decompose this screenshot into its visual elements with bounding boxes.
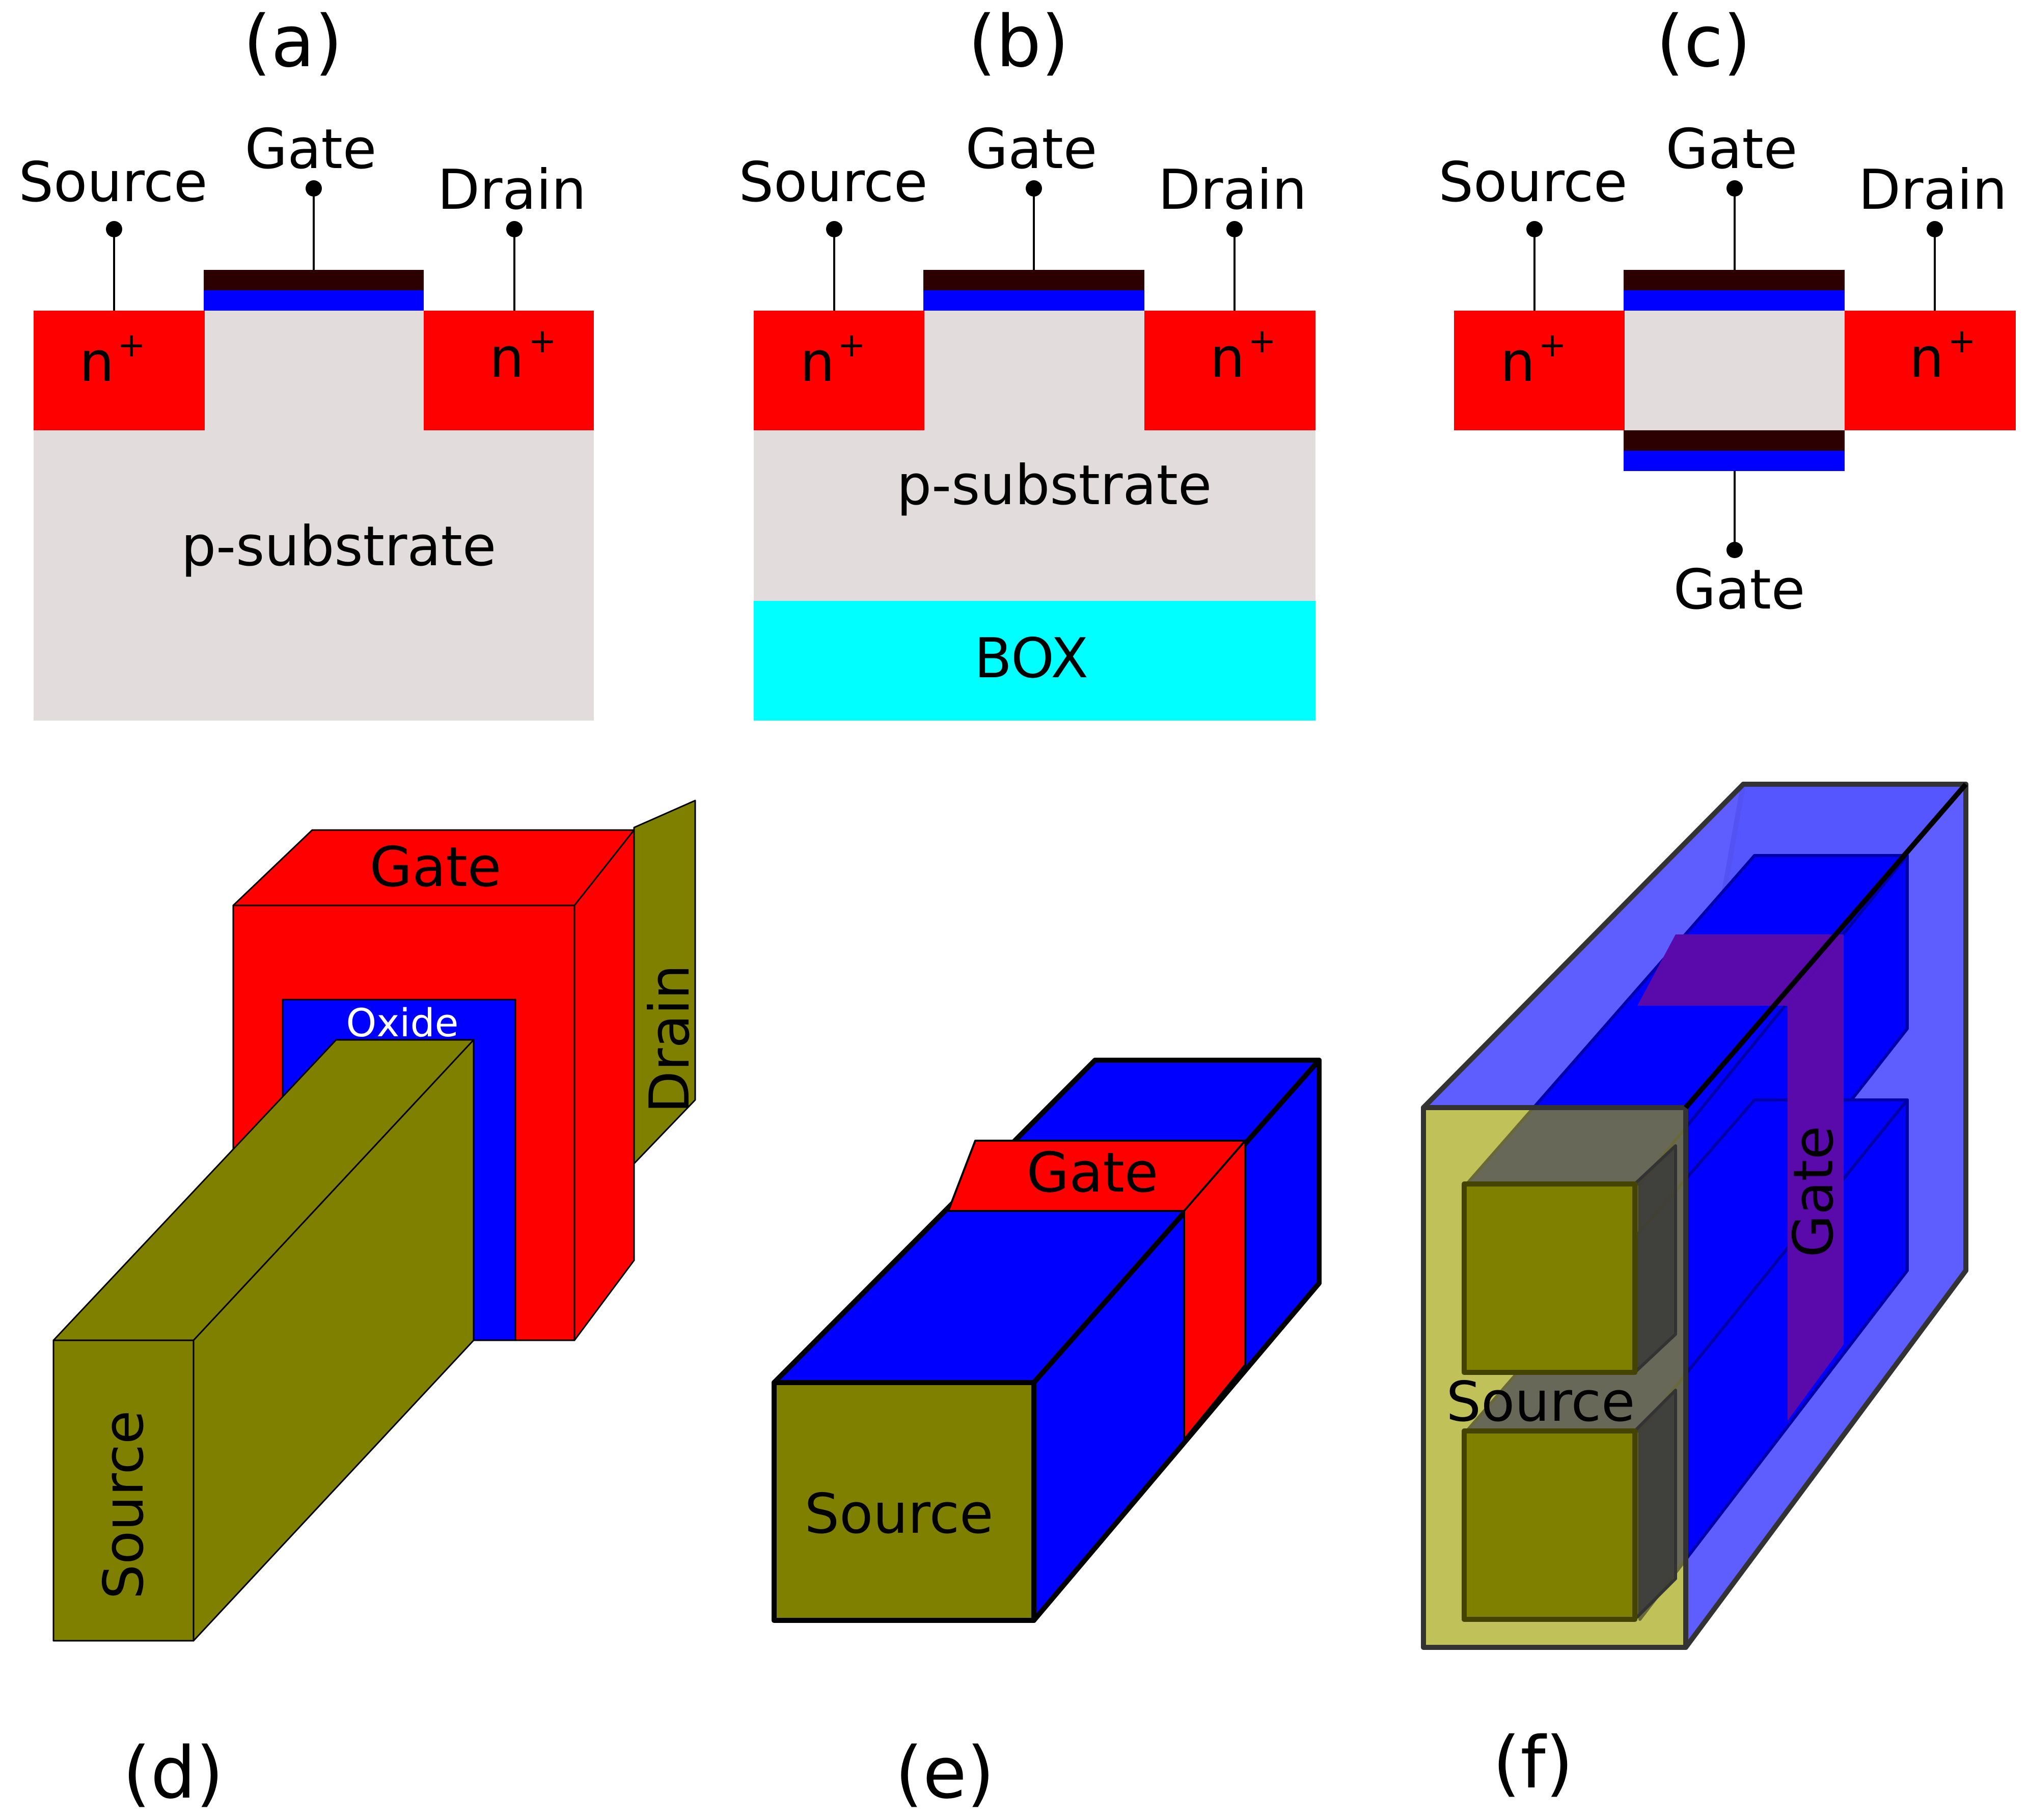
gate-contact-dot (1026, 180, 1042, 197)
drain-label: Drain (638, 964, 702, 1113)
gate-label: Gate (1782, 1126, 1846, 1258)
shell-front-edge (1684, 782, 1968, 1110)
source-contact-dot (826, 221, 842, 237)
channel-region (1624, 311, 1845, 430)
gate-label: Gate (966, 118, 1098, 181)
drain-n-plus-label: n (489, 326, 524, 390)
panel-c: (c) Source Gate Gate Drain n + n + (1439, 1, 2016, 622)
drain-contact-dot (506, 221, 523, 237)
panel-d: Oxide Gate Drain Source (d) (52, 799, 702, 1815)
box-label: BOX (974, 627, 1088, 691)
panel-f-label: (f) (1493, 1722, 1574, 1805)
gate-oxide (204, 289, 424, 311)
bottom-gate-oxide (1624, 451, 1845, 471)
drain-n-plus-region (424, 311, 594, 430)
source-n-plus-label: n (1500, 330, 1535, 394)
drain-n-plus-superscript: + (1248, 321, 1276, 361)
drain-n-plus-label: n (1909, 326, 1944, 390)
gate-band-side-face (1183, 1140, 1246, 1441)
panel-d-label: (d) (123, 1732, 224, 1815)
drain-n-plus-region (1845, 311, 2016, 430)
drain-contact-dot (1226, 221, 1243, 237)
oxide-label: Oxide (346, 1000, 459, 1045)
drain-n-plus-region (1144, 311, 1315, 430)
source-n-plus-superscript: + (117, 325, 145, 365)
source-contact-dot (106, 221, 122, 237)
substrate-label: p-substrate (181, 515, 497, 578)
bottom-gate-contact-dot (1726, 542, 1743, 558)
bottom-gate-metal (1624, 430, 1845, 451)
upper-source-pad (1462, 1181, 1637, 1375)
panel-a: (a) Source Gate Drain n + n + p-substrat… (19, 1, 594, 721)
panel-b-label: (b) (968, 1, 1069, 84)
box-layer (754, 601, 1315, 721)
substrate-label: p-substrate (897, 454, 1212, 517)
top-gate-contact-dot (1726, 180, 1743, 197)
panel-f: Gate Source (f) (1421, 782, 1968, 1805)
source-n-plus-region (754, 311, 924, 430)
gate-metal (204, 270, 424, 290)
top-gate-oxide (1624, 289, 1845, 311)
channel-region (204, 311, 424, 433)
source-label: Source (739, 151, 928, 214)
source-block-front-face (52, 1339, 195, 1642)
source-contact-dot (1526, 221, 1543, 237)
source-end-face (772, 1380, 1036, 1623)
panel-b: (b) Source Gate Drain n + n + p-substrat… (739, 1, 1315, 721)
drain-label: Drain (437, 158, 586, 222)
gate-label: Gate (245, 118, 377, 181)
source-n-plus-superscript: + (837, 325, 865, 365)
source-n-plus-label: n (800, 330, 835, 394)
panel-e-label: (e) (895, 1732, 994, 1815)
source-n-plus-superscript: + (1538, 325, 1566, 365)
gate-side-face (573, 829, 635, 1341)
drain-label: Drain (1158, 158, 1307, 222)
drain-contact-dot (1927, 221, 1943, 237)
source-label: Source (92, 1411, 156, 1600)
top-gate-metal (1624, 270, 1845, 290)
drain-n-plus-superscript: + (528, 321, 556, 361)
source-label: Source (1446, 1370, 1635, 1434)
drain-label: Drain (1858, 158, 2007, 222)
lower-source-pad (1462, 1428, 1637, 1622)
source-n-plus-label: n (79, 330, 114, 394)
source-label: Source (805, 1482, 994, 1546)
top-gate-label: Gate (1666, 118, 1798, 181)
lower-source-pad-side (1633, 1389, 1677, 1621)
source-n-plus-region (1454, 311, 1625, 430)
panel-a-label: (a) (243, 1, 342, 84)
gate-oxide (923, 289, 1144, 311)
panel-e: Gate Source (e) (772, 1058, 1322, 1815)
channel-region (923, 311, 1144, 433)
source-label: Source (1439, 151, 1628, 214)
upper-source-pad-side (1633, 1144, 1677, 1374)
bottom-gate-label: Gate (1674, 558, 1805, 622)
source-n-plus-region (34, 311, 205, 430)
substrate-region (34, 430, 594, 721)
source-label: Source (19, 151, 208, 214)
panel-c-label: (c) (1656, 1, 1751, 84)
drain-n-plus-label: n (1210, 326, 1245, 390)
gate-metal (923, 270, 1144, 290)
gate-label: Gate (370, 836, 502, 899)
substrate-region (754, 430, 1315, 601)
gate-label: Gate (1027, 1141, 1159, 1205)
inner-gate-side-face (1788, 934, 1844, 1421)
drain-n-plus-superscript: + (1948, 321, 1976, 361)
gate-contact-dot (306, 180, 322, 197)
